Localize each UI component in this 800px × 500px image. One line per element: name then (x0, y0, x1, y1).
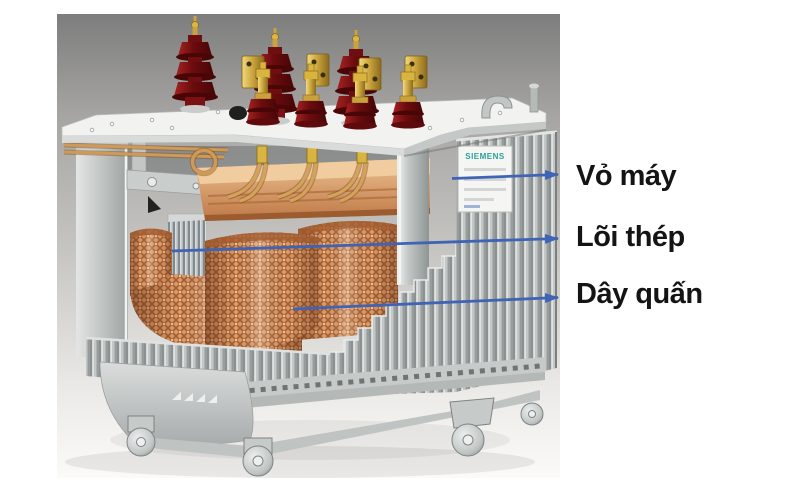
base-sawtooth (172, 392, 217, 403)
caster-wheel (242, 437, 274, 477)
callout-label-vo-may: Vỏ máy (576, 160, 677, 192)
copper-windings (130, 220, 398, 353)
caster-wheel (520, 402, 544, 426)
winding-center (205, 232, 318, 353)
base-vent-slots (161, 363, 541, 401)
top-fitting (529, 85, 539, 113)
callout-label-day-quan: Dây quấn (576, 278, 703, 310)
nameplate-brand-text: SIEMENS (465, 152, 505, 161)
lid-bolts (89, 109, 503, 133)
nameplate-text-rows (464, 168, 506, 201)
winding-left (130, 228, 172, 296)
caster-wheel (449, 397, 495, 457)
copper-tube-left (63, 142, 229, 177)
callout-arrows (171, 169, 559, 311)
caster-wheels (126, 397, 544, 477)
callout-arrow-day-quan (292, 293, 559, 311)
core-clamp-bracket (126, 139, 209, 213)
lifting-lug (481, 83, 539, 119)
winding-right (298, 220, 398, 340)
copper-tube-bends (227, 161, 369, 204)
drain-valve (229, 106, 247, 120)
callout-label-loi-thep: Lõi thép (576, 221, 685, 253)
copper-busbar-assembly (63, 142, 430, 221)
callout-arrow-loi-thep (171, 233, 559, 253)
base-frame (99, 357, 545, 477)
callout-arrow-vo-may (451, 169, 559, 180)
tank-wall-cut-edge (397, 145, 429, 285)
dark-fitting (148, 196, 161, 213)
tank-wall-left (76, 140, 128, 362)
caster-wheel (126, 415, 156, 457)
